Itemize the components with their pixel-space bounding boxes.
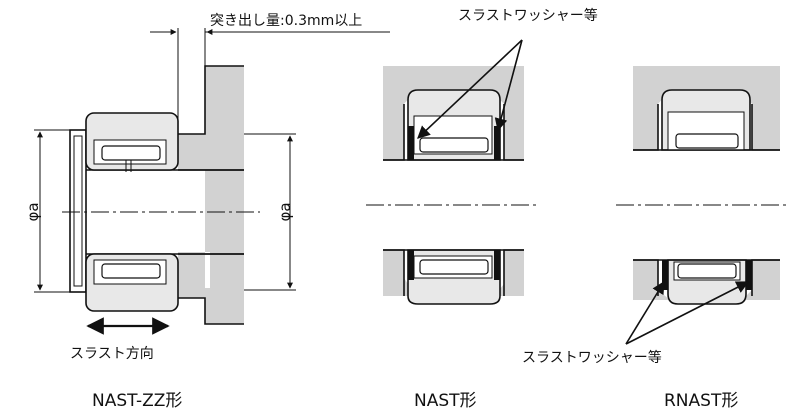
nast-zz-roller-top — [101, 145, 161, 161]
nast-zz-roller-bottom — [101, 263, 161, 279]
rnast-housing-bottom — [633, 260, 780, 300]
nast-washer-top-left — [408, 126, 414, 160]
nast-zz-figure: φa φa 突き出し量:0.3mm以上 スラスト方向 — [24, 13, 390, 362]
nast-zz-stud-head — [69, 129, 87, 293]
caption-rnast: RNAST形 — [664, 391, 738, 411]
nast-zz-housing — [178, 66, 244, 324]
rnast-roller-bottom — [677, 263, 737, 279]
nast-housing-bottom — [383, 250, 524, 296]
nast-leader-left — [417, 39, 523, 139]
rnast-leader-right — [625, 281, 750, 345]
caption-nast-zz: NAST-ZZ形 — [92, 391, 182, 411]
phi-a-right-label: φa — [276, 202, 294, 221]
phi-a-left-label: φa — [24, 202, 42, 221]
nast-washer-top-right — [494, 126, 500, 160]
nast-zz-housing-lower — [178, 254, 205, 298]
rnast-washer-bottom-left — [662, 260, 668, 290]
thrust-direction-label: スラスト方向 — [70, 346, 154, 362]
caption-nast: NAST形 — [414, 391, 477, 411]
nast-washer-bottom-right — [494, 250, 500, 280]
washer-top-label: スラストワッシャー等 — [458, 7, 598, 24]
rnast-housing-top — [633, 66, 780, 150]
nast-figure: スラストワッシャー等 — [366, 7, 598, 305]
rnast-figure: スラストワッシャー等 — [522, 66, 790, 366]
protrusion-note: 突き出し量:0.3mm以上 — [210, 13, 362, 29]
rnast-leader-left — [625, 280, 665, 345]
rnast-washer-bottom-right — [746, 260, 752, 290]
nast-leader-right — [494, 39, 523, 132]
nast-washer-bottom-left — [408, 250, 414, 280]
washer-bottom-label: スラストワッシャー等 — [522, 349, 662, 366]
nast-roller-bottom — [419, 259, 489, 275]
nast-roller-top — [419, 137, 489, 153]
nast-zz-housing-upper — [178, 134, 205, 170]
rnast-roller-top — [675, 133, 739, 149]
nast-zz-stud-head-inner — [73, 135, 83, 287]
